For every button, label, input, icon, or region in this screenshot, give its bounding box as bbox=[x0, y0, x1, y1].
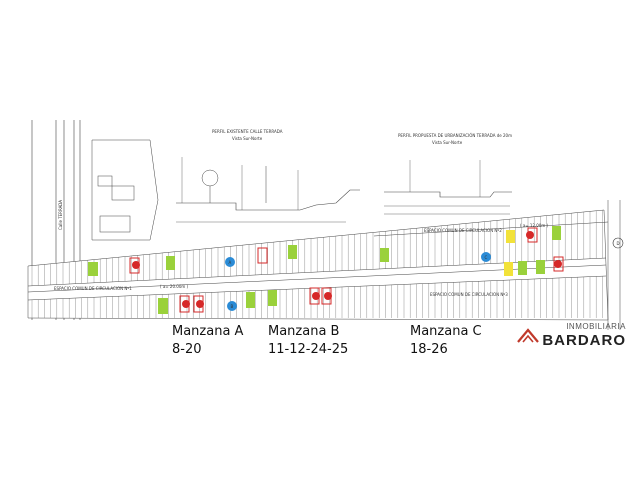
highlighted-lots: A B C D bbox=[88, 226, 624, 314]
block-d-marker bbox=[612, 237, 624, 249]
sold-marker bbox=[182, 300, 190, 308]
block-d-letter: D bbox=[617, 241, 620, 246]
lot-sold bbox=[257, 247, 268, 264]
block-b-title: Manzana B bbox=[268, 324, 340, 339]
sold-marker bbox=[554, 260, 562, 268]
lot-available bbox=[380, 248, 389, 262]
profile-proposed-subtitle: Vista Sur-Norte bbox=[432, 140, 463, 145]
lot-available bbox=[166, 256, 175, 270]
block-b-letter: B bbox=[231, 304, 234, 309]
lot-available bbox=[88, 262, 98, 276]
sold-marker bbox=[132, 261, 140, 269]
block-c-lots: 18-26 bbox=[410, 342, 448, 357]
brand-subtitle: INMOBILIARIA bbox=[566, 322, 626, 331]
brand-logo: INMOBILIARIA BARDARO bbox=[516, 322, 626, 350]
sold-marker bbox=[196, 300, 204, 308]
roof-logo-icon bbox=[517, 328, 539, 343]
profile-existing-title: PERFIL EXISTENTE CALLE TERRADA bbox=[212, 129, 283, 134]
block-c-title: Manzana C bbox=[410, 324, 482, 339]
corridor-3-label: ESPACIO COMUN DE CIRCULACION Nº3 bbox=[430, 292, 508, 297]
street-label: Calle TERRADA bbox=[58, 200, 63, 230]
lot-available bbox=[288, 245, 297, 259]
lot-highlight bbox=[504, 262, 513, 276]
lot-available bbox=[536, 260, 545, 274]
block-a-title: Manzana A bbox=[172, 324, 244, 339]
block-a-lots: 8-20 bbox=[172, 342, 202, 357]
tree-icon bbox=[201, 169, 219, 187]
block-a-letter: A bbox=[229, 260, 232, 265]
corridor-2-label: ESPACIO COMUN DE CIRCULACION Nº2 bbox=[424, 228, 502, 233]
corridor-1-label: ESPACIO COMUN DE CIRCULACION Nº1 bbox=[54, 286, 132, 291]
block-c-marker bbox=[481, 252, 491, 262]
profile-proposed-title: PERFIL PROPUESTA DE URBANIZACIÓN TERRADA… bbox=[398, 133, 512, 138]
lot-available bbox=[552, 226, 561, 240]
block-c-letter: C bbox=[485, 255, 488, 260]
block-b-lots: 11-12-24-25 bbox=[268, 342, 349, 357]
lot-highlight bbox=[506, 230, 515, 243]
sold-marker bbox=[324, 292, 332, 300]
profile-existing: PERFIL EXISTENTE CALLE TERRADA Vista Sur… bbox=[176, 129, 360, 223]
existing-building bbox=[91, 139, 159, 241]
lot-available bbox=[246, 292, 255, 308]
brand-name: BARDARO bbox=[542, 332, 626, 349]
corridor-1-width: ( a= 20.00m ) bbox=[160, 284, 189, 289]
lot-available bbox=[158, 298, 168, 314]
sold-marker bbox=[312, 292, 320, 300]
lot-available bbox=[268, 290, 277, 306]
sold-marker bbox=[526, 231, 534, 239]
lot-available bbox=[518, 261, 527, 275]
block-a-marker bbox=[225, 257, 235, 267]
profile-existing-subtitle: Vista Sur-Norte bbox=[232, 136, 263, 141]
lot-divisions bbox=[31, 210, 603, 318]
block-b-marker bbox=[227, 301, 237, 311]
profile-proposed: PERFIL PROPUESTA DE URBANIZACIÓN TERRADA… bbox=[384, 133, 512, 215]
right-edge bbox=[607, 200, 621, 330]
